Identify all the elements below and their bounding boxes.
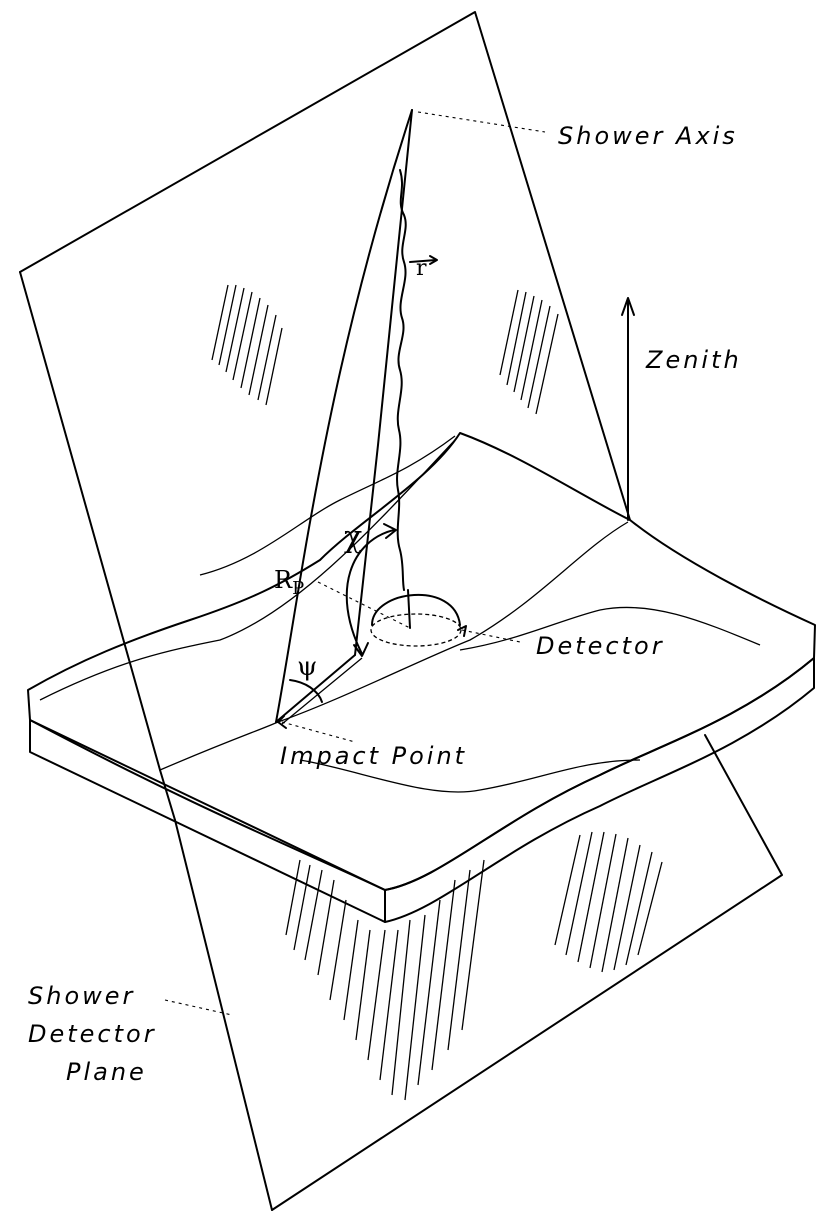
- zenith-arrowhead: [621, 297, 635, 316]
- r-vector-arrowhead: [429, 255, 438, 265]
- shower-axis-leader: [417, 111, 546, 133]
- impact-to-axis-segment-double: [281, 657, 363, 725]
- shower-detector-plane-trace: [275, 109, 413, 723]
- detector-dome-base: [370, 613, 462, 647]
- detector-leader-arrowhead: [457, 625, 467, 637]
- rp-main: R: [274, 566, 293, 594]
- rp-distance-line: [317, 581, 411, 629]
- plane-left-edge-upper: [19, 271, 161, 771]
- zenith-label: Zenith: [646, 346, 742, 374]
- shower-axis-group: [275, 109, 438, 725]
- shower-particle-track: [396, 169, 407, 591]
- r-vector-symbol: r: [416, 256, 427, 281]
- detector-marker: [407, 589, 411, 629]
- plane-label-line-3: Plane: [66, 1058, 147, 1086]
- chi-angle-arc: [345, 523, 397, 657]
- psi-angle-arc: [289, 679, 323, 703]
- rp-symbol: RP: [274, 566, 304, 599]
- terrain-contour-2: [159, 521, 629, 771]
- slab-right-face: [384, 657, 815, 923]
- chi-arc: [345, 529, 395, 655]
- terrain-contour-1: [39, 439, 456, 701]
- plane-left-edge-through-slab: [159, 769, 176, 821]
- shower-detector-plane: [19, 11, 783, 1211]
- hatch-patch-upper-right: [499, 289, 559, 415]
- impact-point-label: Impact Point: [280, 742, 468, 770]
- chi-arrowhead-bottom: [353, 642, 369, 657]
- terrain-contour-5: [299, 759, 641, 793]
- plane-upper-edges: [19, 11, 631, 521]
- plane-label-line-2: Detector: [28, 1020, 157, 1048]
- chi-symbol: χ: [344, 520, 363, 555]
- plane-lower-edges: [271, 734, 783, 1211]
- plane-label-leader: [164, 999, 233, 1016]
- rp-subscript: P: [292, 578, 305, 599]
- impact-to-axis-segment: [275, 654, 356, 723]
- chi-arrowhead-top: [383, 523, 397, 539]
- plane-left-edge-lower: [174, 819, 273, 1211]
- shower-axis-line: [354, 109, 413, 656]
- detector-dome-top: [371, 593, 461, 626]
- impact-point-leader-arrowhead: [277, 715, 287, 729]
- hatch-patch-upper-left: [211, 284, 283, 406]
- impact-point-leader: [281, 721, 356, 743]
- zenith-arrow: [621, 297, 635, 521]
- psi-symbol: ψ: [297, 652, 318, 682]
- terrain-contour-4: [459, 606, 761, 651]
- terrain-contour-3: [199, 435, 456, 576]
- plane-label-line-1: Shower: [28, 982, 136, 1010]
- detector-leader: [461, 629, 521, 643]
- hatch-patch-lower-left: [285, 859, 485, 1101]
- detector-dome: [370, 589, 462, 647]
- hatch-patch-lower-right: [554, 831, 663, 973]
- r-vector-arrow: [409, 259, 437, 263]
- shower-axis-label: Shower Axis: [558, 122, 738, 150]
- ground-slab: [27, 432, 816, 923]
- detector-label: Detector: [536, 632, 665, 660]
